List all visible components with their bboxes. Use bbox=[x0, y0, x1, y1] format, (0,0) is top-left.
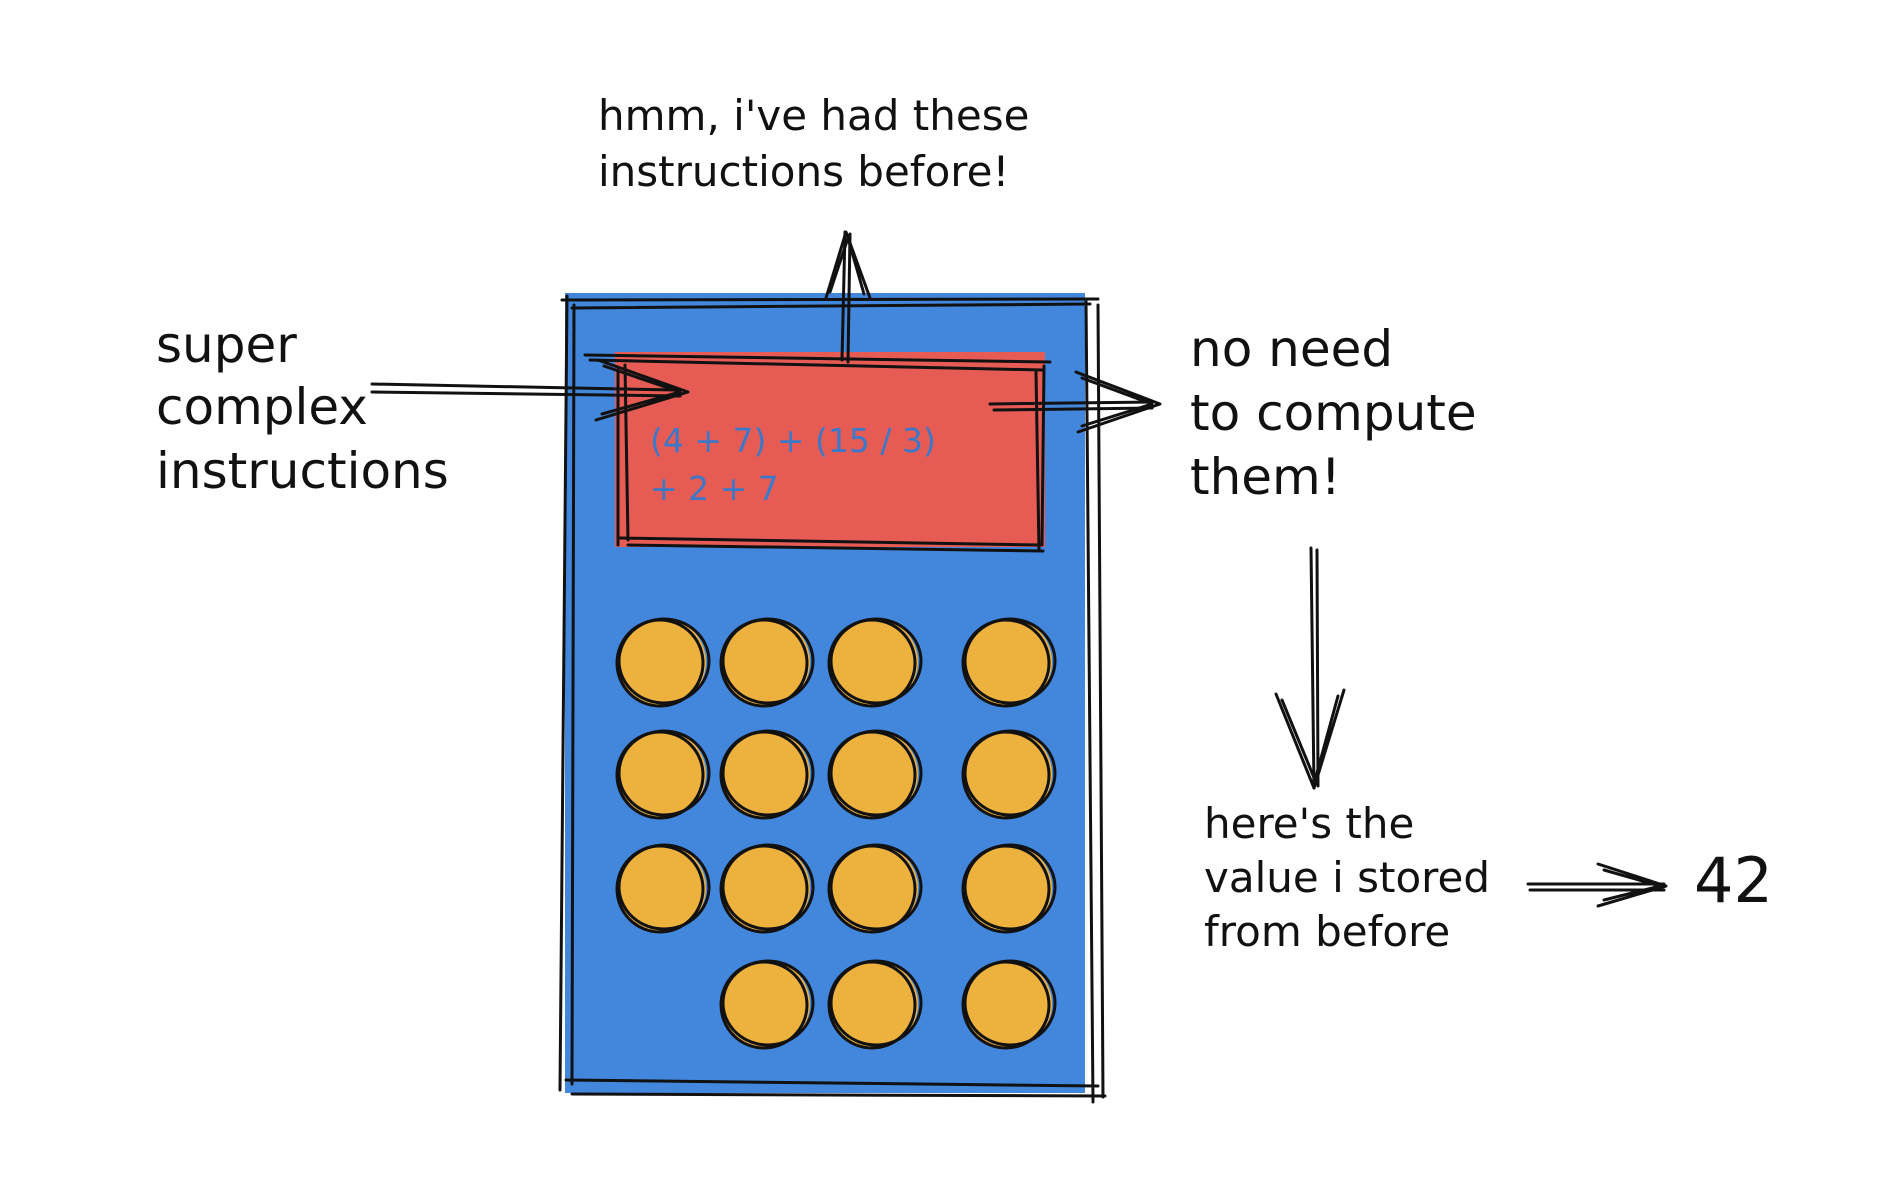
keypad-button-outline-sketch bbox=[829, 729, 923, 817]
keypad-button-outline-sketch bbox=[617, 617, 711, 705]
keypad-button bbox=[615, 843, 711, 934]
label-stored-value: here's the value i stored from before bbox=[1204, 799, 1490, 956]
label-instructions-line-1: super bbox=[156, 316, 297, 374]
keypad-button-fill bbox=[618, 844, 706, 932]
keypad-button-outline-sketch bbox=[721, 843, 815, 931]
keypad-button bbox=[961, 729, 1057, 820]
keypad-button-fill bbox=[964, 618, 1052, 706]
label-instructions-line-2: complex bbox=[156, 378, 368, 436]
keypad-button bbox=[719, 729, 815, 820]
keypad-button-outline-sketch bbox=[721, 729, 815, 817]
keypad-button-fill bbox=[964, 730, 1052, 818]
label-no-compute: no need to compute them! bbox=[1190, 320, 1477, 506]
arrow-to-result bbox=[1526, 862, 1668, 908]
arrow-instructions-in bbox=[370, 358, 690, 422]
keypad-button-outline-sketch bbox=[829, 843, 923, 931]
keypad-button-fill bbox=[964, 844, 1052, 932]
arrow-in-shaft bbox=[370, 382, 682, 398]
keypad-button-fill bbox=[618, 730, 706, 818]
keypad-button-fill bbox=[722, 618, 810, 706]
keypad-button bbox=[827, 617, 923, 708]
calculator-screen: (4 + 7) + (15 / 3) + 2 + 7 bbox=[583, 352, 1052, 553]
screen-expression-line-1: (4 + 7) + (15 / 3) bbox=[650, 421, 936, 460]
arrow-result-head bbox=[1596, 862, 1668, 908]
keypad-button-outline-sketch bbox=[963, 959, 1057, 1047]
keypad-button bbox=[615, 729, 711, 820]
keypad-button bbox=[615, 617, 711, 708]
keypad-button-outline-sketch bbox=[963, 729, 1057, 817]
keypad-button-fill bbox=[722, 730, 810, 818]
keypad-button-outline-sketch bbox=[829, 617, 923, 705]
keypad-button bbox=[719, 617, 815, 708]
screen-display bbox=[615, 352, 1045, 547]
keypad-button-outline-sketch bbox=[617, 843, 711, 931]
arrow-no-compute-out bbox=[988, 370, 1162, 434]
keypad-button bbox=[719, 959, 815, 1050]
keypad-button-outline-sketch bbox=[963, 843, 1057, 931]
label-thought-line-2: instructions before! bbox=[598, 147, 1009, 196]
label-stored-line-3: from before bbox=[1204, 907, 1450, 956]
label-instructions: super complex instructions bbox=[156, 316, 449, 500]
arrow-down-shaft bbox=[1309, 546, 1320, 790]
keypad-button bbox=[827, 843, 923, 934]
label-thought: hmm, i've had these instructions before! bbox=[598, 91, 1029, 196]
label-instructions-line-3: instructions bbox=[156, 442, 449, 500]
label-no-compute-line-3: them! bbox=[1190, 448, 1341, 506]
label-stored-line-2: value i stored bbox=[1204, 853, 1490, 902]
keypad-button-fill bbox=[830, 844, 918, 932]
arrow-up-to-thought bbox=[824, 230, 872, 364]
arrow-out-shaft bbox=[988, 400, 1154, 412]
keypad-button-fill bbox=[618, 618, 706, 706]
keypad-button bbox=[961, 843, 1057, 934]
keypad-button-fill bbox=[830, 618, 918, 706]
screen-expression-line-2: + 2 + 7 bbox=[650, 469, 779, 508]
keypad-button-fill bbox=[964, 960, 1052, 1048]
keypad-button-fill bbox=[830, 730, 918, 818]
keypad-button bbox=[827, 959, 923, 1050]
keypad-button bbox=[961, 617, 1057, 708]
keypad-button bbox=[719, 843, 815, 934]
keypad-button-fill bbox=[722, 844, 810, 932]
label-thought-line-1: hmm, i've had these bbox=[598, 91, 1029, 140]
arrow-out-head bbox=[1074, 370, 1162, 434]
keypad-button-fill bbox=[830, 960, 918, 1048]
keypad-button bbox=[961, 959, 1057, 1050]
label-no-compute-line-2: to compute bbox=[1190, 384, 1477, 442]
calculator-keypad bbox=[615, 617, 1057, 1050]
keypad-button-outline-sketch bbox=[829, 959, 923, 1047]
arrow-down-head bbox=[1274, 688, 1346, 790]
arrow-up-head bbox=[824, 230, 872, 300]
keypad-button-outline-sketch bbox=[617, 729, 711, 817]
screen-outline-sketch bbox=[583, 353, 1052, 553]
result-value: 42 bbox=[1694, 844, 1773, 917]
label-stored-line-1: here's the bbox=[1204, 799, 1414, 848]
arrow-up-shaft bbox=[840, 230, 852, 364]
keypad-button-outline-sketch bbox=[721, 959, 815, 1047]
label-no-compute-line-1: no need bbox=[1190, 320, 1393, 378]
keypad-button bbox=[827, 729, 923, 820]
keypad-button-outline-sketch bbox=[721, 617, 815, 705]
arrow-down-to-stored bbox=[1274, 546, 1346, 790]
keypad-button-outline-sketch bbox=[963, 617, 1057, 705]
calculator-outline-sketch bbox=[558, 294, 1107, 1104]
keypad-button-fill bbox=[722, 960, 810, 1048]
arrow-in-head bbox=[594, 358, 690, 422]
